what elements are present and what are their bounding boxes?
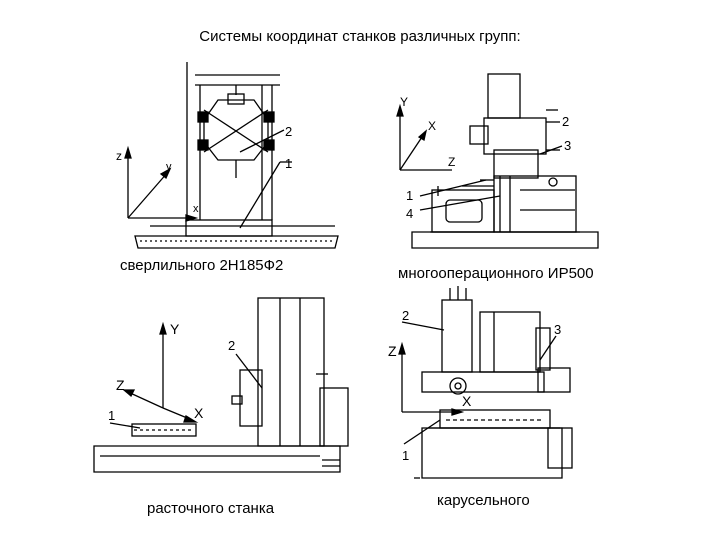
boring-column	[231, 297, 349, 447]
carousel-base	[414, 427, 573, 479]
carousel-machine-figure	[398, 286, 573, 479]
boring-axis-z-label: Z	[116, 377, 125, 393]
drilling-caption: сверлильного 2Н185Ф2	[120, 257, 284, 274]
boring-bed	[93, 445, 341, 473]
carousel-axis-x-label: X	[462, 393, 472, 409]
carousel-callout-3: 3	[554, 322, 561, 337]
drilling-callout-1: 1	[285, 156, 292, 171]
multi-axis-x-label: X	[428, 119, 436, 133]
boring-callout-1: 1	[108, 408, 115, 423]
carousel-axes	[398, 341, 465, 416]
carousel-callout-2: 2	[402, 308, 409, 323]
multi-machine-figure	[396, 73, 599, 249]
multi-axis-y-label: Y	[400, 95, 408, 109]
drilling-axis-z-label: z	[116, 149, 122, 163]
drilling-base	[134, 219, 339, 249]
boring-leader-2	[235, 353, 263, 389]
boring-table	[109, 422, 197, 437]
carousel-leader-3	[539, 335, 557, 361]
multi-callout-4: 4	[406, 206, 413, 221]
boring-axis-y-label: Y	[170, 321, 180, 337]
carousel-caption: карусельного	[437, 492, 530, 509]
drilling-axis-y-label: y	[166, 161, 172, 173]
boring-caption: расточного станка	[147, 500, 275, 517]
carousel-callout-1: 1	[402, 448, 409, 463]
multi-callout-3: 3	[564, 138, 571, 153]
multi-callout-1: 1	[406, 188, 413, 203]
multi-caption: многооперационного ИР500	[398, 265, 594, 282]
multi-leader-1	[419, 179, 487, 197]
carousel-table	[439, 409, 551, 429]
drilling-axes	[124, 145, 199, 222]
drilling-callout-2: 2	[285, 124, 292, 139]
drilling-leader-1	[239, 161, 281, 229]
boring-axes	[122, 321, 199, 423]
carousel-leader-2	[401, 321, 445, 331]
drilling-axis-x-label: x	[193, 203, 199, 215]
boring-machine-figure	[93, 297, 349, 473]
multi-callout-2: 2	[562, 114, 569, 129]
multi-bed	[411, 175, 599, 249]
drilling-turret	[197, 93, 275, 178]
drilling-leader-2	[239, 129, 285, 153]
multi-axes	[396, 103, 452, 171]
boring-axis-x-label: X	[194, 405, 204, 421]
multi-leader-4	[419, 195, 501, 211]
carousel-leader-1	[403, 419, 441, 445]
drilling-machine-figure	[124, 62, 339, 249]
carousel-portal	[421, 286, 571, 395]
multi-axis-z-label: Z	[448, 155, 455, 169]
drilling-column	[186, 62, 280, 220]
multi-column	[437, 73, 560, 196]
page-title: Системы координат станков различных груп…	[199, 28, 521, 45]
boring-callout-2: 2	[228, 338, 235, 353]
carousel-axis-z-label: Z	[388, 343, 397, 359]
